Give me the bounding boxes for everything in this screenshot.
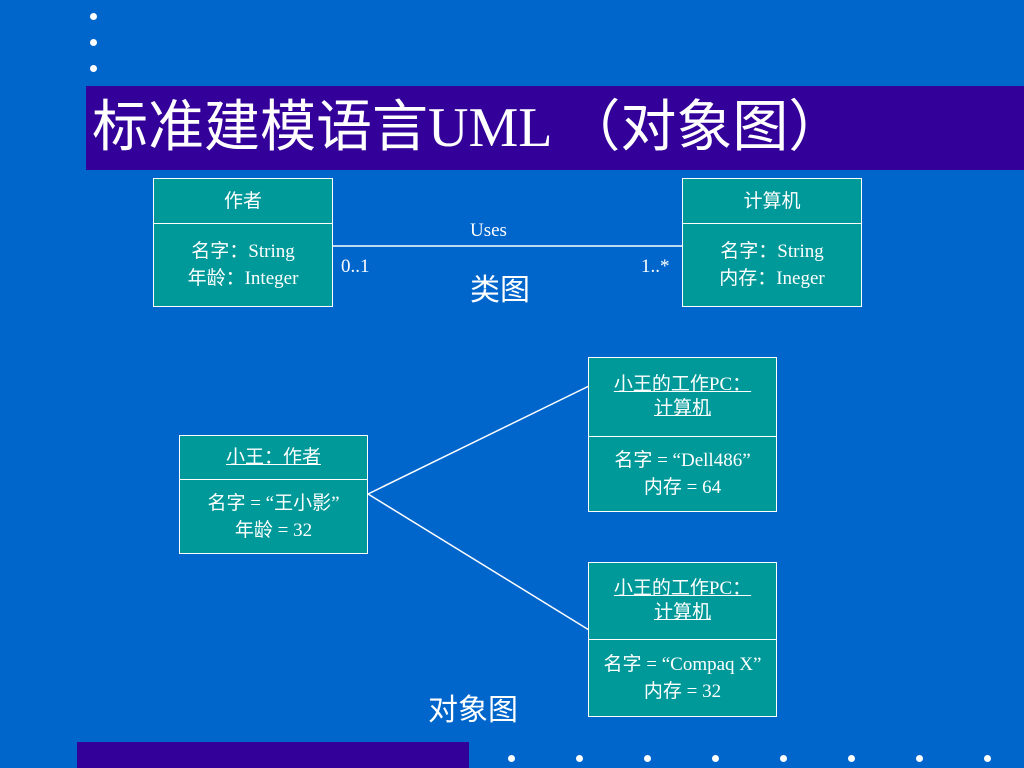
- decor-dot: [90, 13, 97, 20]
- author-attr-age: 年龄：Integer: [187, 268, 299, 289]
- page-title: 标准建模语言UML （对象图）: [92, 97, 845, 159]
- computer-class-box: 计算机 名字：String 内存：Ineger: [682, 178, 862, 307]
- decor-dot: [90, 39, 97, 46]
- decor-dot: [848, 755, 855, 762]
- pc-object-2-box: 小王的工作PC： 计算机 名字 = “Compaq X” 内存 = 32: [588, 562, 777, 717]
- link-line-2: [367, 493, 590, 631]
- decor-dot: [644, 755, 651, 762]
- decor-dot: [576, 755, 583, 762]
- computer-class-attrs: 名字：String 内存：Ineger: [683, 224, 861, 306]
- multiplicity-right: 1..*: [641, 256, 670, 277]
- multiplicity-left: 0..1: [341, 256, 370, 277]
- author-class-attrs: 名字：String 年龄：Integer: [154, 224, 332, 306]
- computer-attr-memory: 内存：Ineger: [719, 268, 825, 289]
- pc-object-1-title-line2: 计算机: [653, 398, 711, 419]
- pc-object-1-name: 小王的工作PC： 计算机: [589, 358, 776, 437]
- decor-dot: [712, 755, 719, 762]
- link-line-1: [367, 385, 590, 495]
- pc-object-1-box: 小王的工作PC： 计算机 名字 = “Dell486” 内存 = 64: [588, 357, 777, 512]
- author-class-name: 作者: [154, 179, 332, 224]
- object-diagram-label: 对象图: [428, 694, 518, 727]
- pc-object-1-attr-memory: 内存 = 64: [643, 477, 722, 498]
- pc-object-2-title-line2: 计算机: [653, 602, 711, 623]
- author-object-attrs: 名字 = “王小影” 年龄 = 32: [180, 480, 367, 553]
- pc-object-1-attr-name: 名字 = “Dell486”: [614, 450, 751, 471]
- pc-object-2-attr-memory: 内存 = 32: [643, 681, 722, 702]
- pc-object-1-title-line1: 小王的工作PC：: [613, 374, 752, 395]
- computer-attr-name: 名字：String: [720, 241, 824, 262]
- computer-class-name: 计算机: [683, 179, 861, 224]
- author-object-attr-age: 年龄 = 32: [234, 519, 313, 541]
- author-object-name: 小王：作者: [180, 436, 367, 480]
- author-attr-name: 名字：String: [191, 241, 295, 262]
- pc-object-1-attrs: 名字 = “Dell486” 内存 = 64: [589, 437, 776, 511]
- decor-dot: [508, 755, 515, 762]
- pc-object-2-attr-name: 名字 = “Compaq X”: [603, 654, 762, 675]
- pc-object-2-title-line1: 小王的工作PC：: [613, 578, 752, 599]
- author-object-attr-name: 名字 = “王小影”: [207, 492, 340, 514]
- decor-dot: [916, 755, 923, 762]
- decor-dot: [984, 755, 991, 762]
- pc-object-2-name: 小王的工作PC： 计算机: [589, 563, 776, 640]
- title-bar: [86, 86, 1024, 170]
- decor-dot: [90, 65, 97, 72]
- author-object-title: 小王：作者: [225, 447, 321, 468]
- class-diagram-label: 类图: [470, 274, 530, 307]
- decor-dot: [780, 755, 787, 762]
- author-class-box: 作者 名字：String 年龄：Integer: [153, 178, 333, 307]
- association-name: Uses: [470, 220, 507, 241]
- bottom-bar: [77, 742, 469, 768]
- author-object-box: 小王：作者 名字 = “王小影” 年龄 = 32: [179, 435, 368, 554]
- pc-object-2-attrs: 名字 = “Compaq X” 内存 = 32: [589, 640, 776, 716]
